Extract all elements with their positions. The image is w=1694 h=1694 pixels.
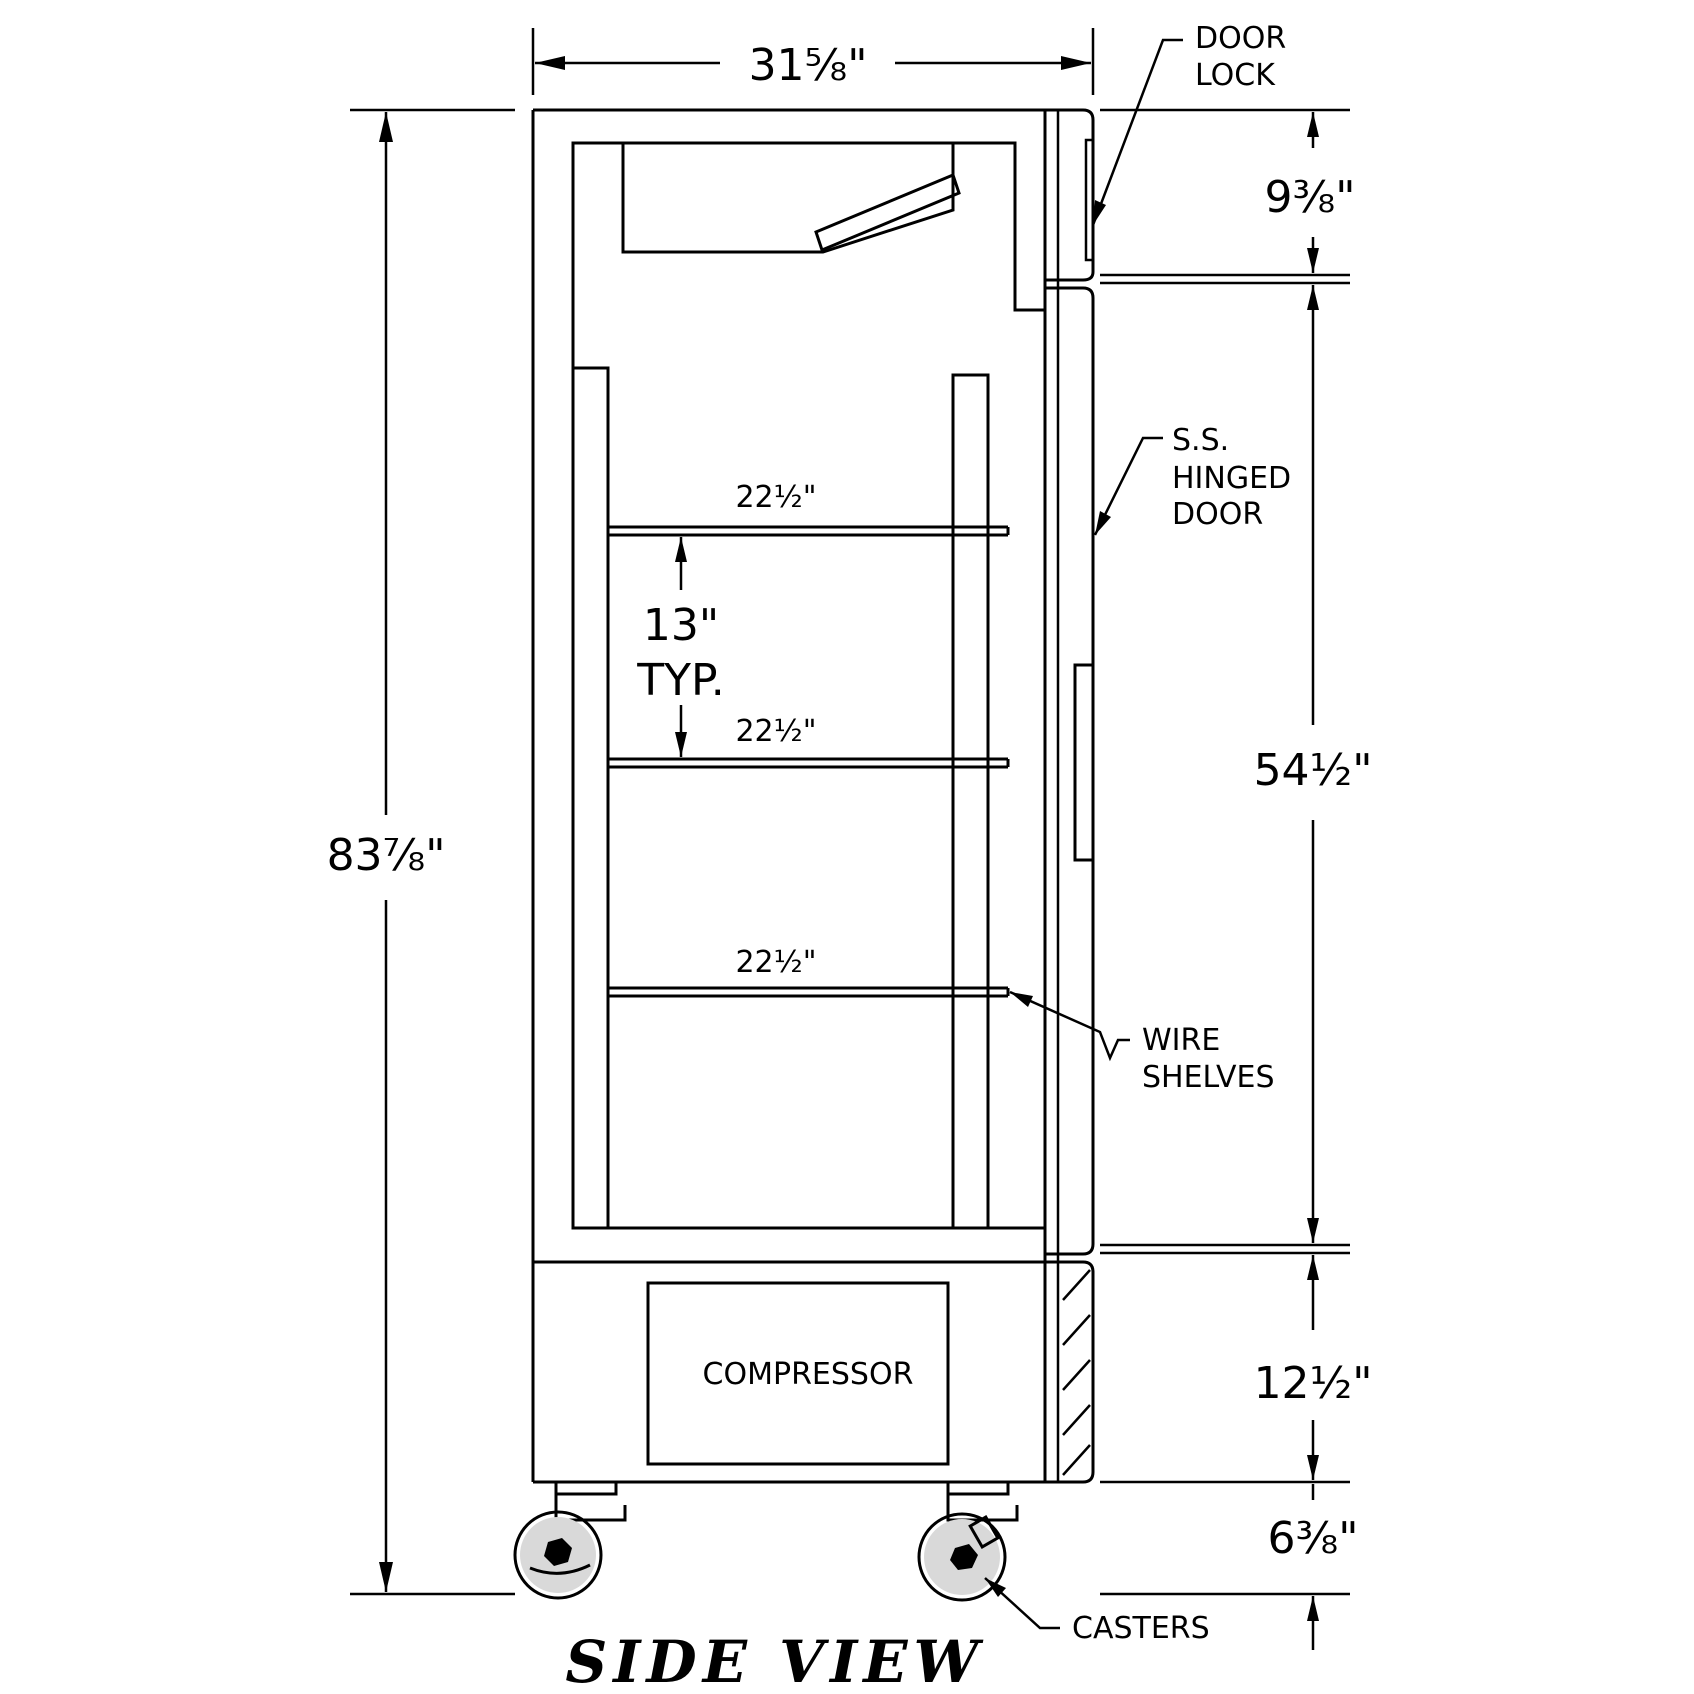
wire-shelves-callout: WIRE SHELVES xyxy=(1009,990,1275,1095)
door-lock-label-line1: DOOR xyxy=(1195,21,1286,56)
door-lock-label-line2: LOCK xyxy=(1195,58,1276,93)
hinged-door-label-line3: DOOR xyxy=(1172,497,1263,532)
base-section-label: 12½" xyxy=(1254,1358,1373,1409)
drawing-title: SIDE VIEW xyxy=(565,1628,984,1694)
shelf-spacing-label: 13" xyxy=(643,600,719,651)
right-dimensions: 9⅜" 54½" 12½" 6⅜" xyxy=(1100,108,1373,1650)
shelf-2: 22½" xyxy=(608,714,1010,769)
caster-left xyxy=(513,1480,627,1600)
evaporator-housing xyxy=(621,143,961,254)
shelf-depth-label: 22½" xyxy=(735,714,816,749)
hinged-door-label-line2: HINGED xyxy=(1172,461,1291,496)
casters-label: CASTERS xyxy=(1072,1611,1210,1646)
wire-shelves: 22½" 22½" 22½" xyxy=(608,480,1010,998)
width-dimension-label: 31⅝" xyxy=(749,40,868,91)
base-grille xyxy=(1045,1260,1095,1484)
compressor: COMPRESSOR xyxy=(646,1281,950,1466)
total-height-label: 83⅞" xyxy=(327,830,446,881)
shelf-spacing-dimension: 13" TYP. xyxy=(636,537,725,757)
typ-label: TYP. xyxy=(636,655,724,706)
shelf-1: 22½" xyxy=(608,480,1010,537)
width-dimension: 31⅝" xyxy=(531,28,1095,95)
caster-right xyxy=(917,1480,1019,1602)
door-section-label: 54½" xyxy=(1254,745,1373,796)
shelf-depth-label: 22½" xyxy=(735,480,816,515)
total-height-dimension: 83⅞" xyxy=(327,108,515,1596)
shelf-depth-label: 22½" xyxy=(735,945,816,980)
wire-shelves-label-line2: SHELVES xyxy=(1142,1060,1275,1095)
shelf-3: 22½" xyxy=(608,945,1010,998)
hinged-door-callout: S.S. HINGED DOOR xyxy=(1093,423,1291,536)
door-lock-panel xyxy=(1045,108,1095,282)
shelf-uprights xyxy=(571,366,990,1230)
compressor-label: COMPRESSOR xyxy=(703,1357,914,1392)
top-section-label: 9⅜" xyxy=(1265,172,1356,223)
caster-height-label: 6⅜" xyxy=(1268,1513,1359,1564)
hinged-door xyxy=(1045,286,1095,1256)
casters-callout: CASTERS xyxy=(984,1577,1210,1646)
door-lock-callout: DOOR LOCK xyxy=(1091,21,1286,226)
hinged-door-label-line1: S.S. xyxy=(1172,423,1229,458)
wire-shelves-label-line1: WIRE xyxy=(1142,1023,1220,1058)
cabinet xyxy=(531,108,1060,1484)
